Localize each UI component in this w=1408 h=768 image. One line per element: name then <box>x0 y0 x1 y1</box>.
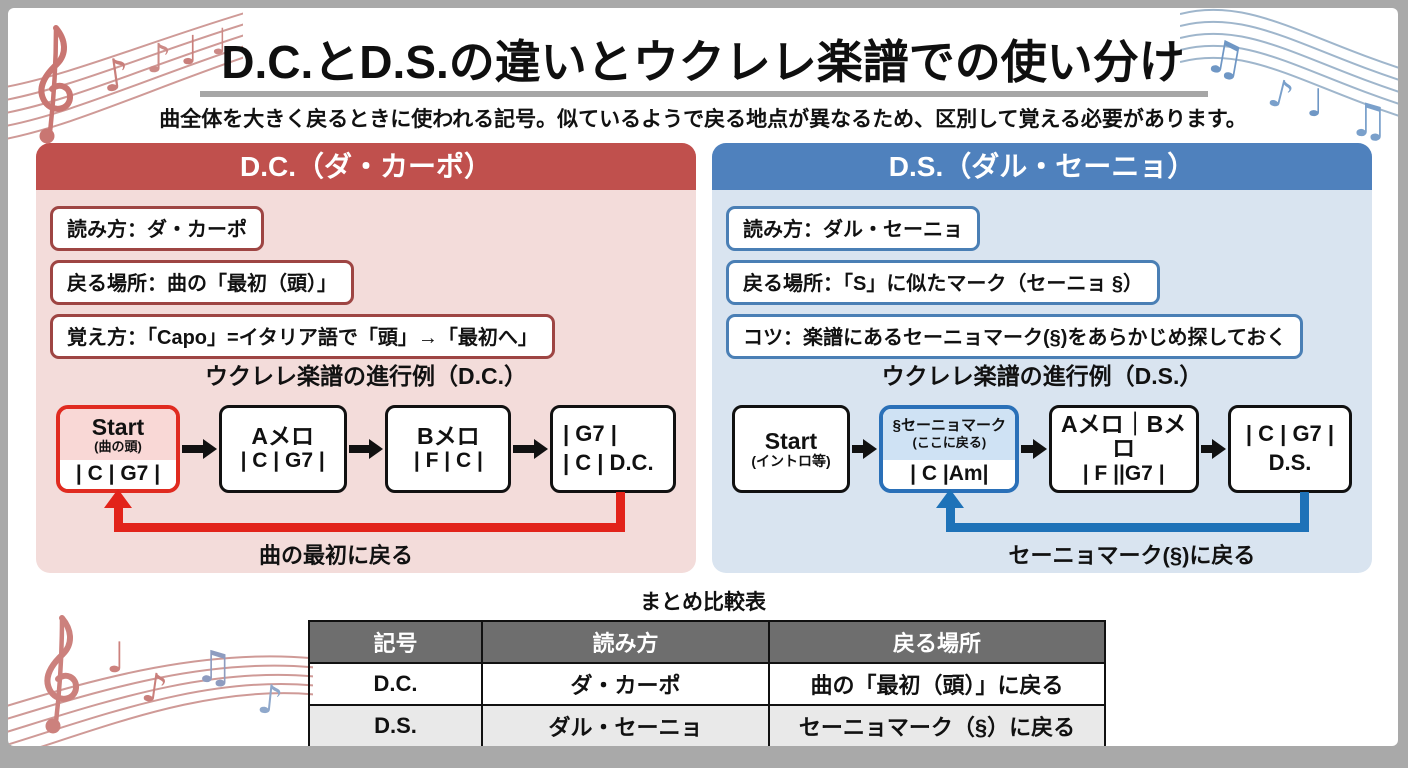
ds-return-arrow-stem <box>946 507 955 525</box>
page-title: D.C.とD.S.の違いとウクレレ楽譜での使い分け <box>221 36 1185 88</box>
dc-return-arrow-bar <box>114 523 625 532</box>
dc-panel: D.C.（ダ・カーポ） 読み方：ダ・カーポ 戻る場所：曲の「最初（頭）」 覚え方… <box>36 143 696 573</box>
ds-flow-diagram: Start (イントロ等) §セーニョマーク (ここに戻る) | C |Am| … <box>732 404 1352 494</box>
col-header-place: 戻る場所 <box>768 620 1106 664</box>
cell-reading: ダ・カーポ <box>481 662 770 706</box>
section-label: Aメロ｜Bメロ <box>1061 411 1187 462</box>
segno-chords: | C |Am| <box>910 461 989 485</box>
ds-info-tip: コツ：楽譜にあるセーニョマーク(§)をあらかじめ探しておく <box>726 314 1304 359</box>
dc-return-arrow-stem <box>114 507 123 525</box>
cell-symbol: D.S. <box>308 704 483 746</box>
dc-return-label: 曲の最初に戻る <box>258 543 413 568</box>
dc-flow-title: ウクレレ楽譜の進行例（D.C.） <box>205 363 527 389</box>
ds-panel-header: D.S.（ダル・セーニョ） <box>712 143 1372 190</box>
section-chords: | F | C | <box>413 449 483 473</box>
cell-reading: ダル・セーニョ <box>481 704 770 746</box>
ds-info-reading: 読み方：ダル・セーニョ <box>726 206 980 251</box>
cell-place: セーニョマーク（§）に戻る <box>768 704 1106 746</box>
eighth-note-icon: ♪ <box>139 664 171 713</box>
dc-start-label: Start <box>91 413 145 440</box>
ds-start-label: Start <box>764 427 818 454</box>
flow-arrow-icon <box>850 439 879 459</box>
section-label: Bメロ <box>417 423 480 450</box>
table-row-dc: D.C. ダ・カーポ 曲の「最初（頭）」に戻る <box>308 662 1106 706</box>
dc-start-chords: | C | G7 | <box>75 461 161 485</box>
segno-return-sublabel: (ここに戻る) <box>912 434 987 450</box>
dc-return-arrowhead-icon <box>104 489 132 508</box>
infographic-card: ♪ ♪ ♩ ♩ ♫ ♪ ♩ ♫ ♩ ♪ ♫ <box>8 8 1398 746</box>
dc-panel-header: D.C.（ダ・カーポ） <box>36 143 696 190</box>
ds-flow-start-box: Start (イントロ等) <box>732 405 850 493</box>
ds-return-label: セーニョマーク(§)に戻る <box>1008 543 1256 568</box>
ds-flow-ab-melo-box: Aメロ｜Bメロ | F ||G7 | <box>1048 405 1199 493</box>
treble-clef-staff-icon: ♩ ♪ ♫ ♪ <box>8 615 313 746</box>
col-header-reading: 読み方 <box>481 620 770 664</box>
cell-place: 曲の「最初（頭）」に戻る <box>768 662 1106 706</box>
dc-start-sublabel: (曲の頭) <box>94 438 142 454</box>
flow-arrow-icon <box>347 439 386 459</box>
end-chords-line1: | C | G7 | <box>1245 421 1335 447</box>
treble-clef-icon <box>44 615 79 734</box>
dc-flow-b-melo-box: Bメロ | F | C | <box>385 405 512 493</box>
ds-info-return-place: 戻る場所：「S」に似たマーク（セーニョ §） <box>726 260 1161 305</box>
ds-flow-end-box: | C | G7 | D.S. <box>1227 405 1352 493</box>
dc-info-return-place: 戻る場所：曲の「最初（頭）」 <box>50 260 354 305</box>
section-label: Aメロ <box>251 423 314 450</box>
beamed-notes-icon: ♫ <box>194 642 233 693</box>
cell-symbol: D.C. <box>308 662 483 706</box>
dc-info-mnemonic: 覚え方：「Capo」=イタリア語で「頭」→「最初へ」 <box>50 314 555 359</box>
end-chords-line2: | C | D.C. <box>563 450 654 475</box>
section-chords: | F ||G7 | <box>1082 461 1165 485</box>
title-divider <box>200 91 1208 97</box>
segno-mark-label: §セーニョマーク <box>892 417 1006 435</box>
ds-flow-title: ウクレレ楽譜の進行例（D.S.） <box>881 363 1203 389</box>
ds-start-sublabel: (イントロ等) <box>751 453 831 470</box>
dc-info-reading: 読み方：ダ・カーポ <box>50 206 264 251</box>
quarter-note-icon: ♩ <box>106 633 126 682</box>
summary-header-row: 記号 読み方 戻る場所 <box>308 620 1106 664</box>
ds-return-arrow-drop <box>1300 492 1309 532</box>
dc-return-arrow-drop <box>616 492 625 532</box>
flow-arrow-icon <box>180 439 219 459</box>
dc-flow-start-box: Start (曲の頭) | C | G7 | <box>56 405 180 493</box>
col-header-symbol: 記号 <box>308 620 483 664</box>
table-row-ds: D.S. ダル・セーニョ セーニョマーク（§）に戻る <box>308 704 1106 746</box>
flow-arrow-icon <box>1199 439 1228 459</box>
ds-return-arrow-bar <box>946 523 1309 532</box>
section-chords: | C | G7 | <box>240 449 325 473</box>
ds-flow-segno-box: §セーニョマーク (ここに戻る) | C |Am| <box>879 405 1020 493</box>
end-chords-line1: | G7 | <box>563 421 617 447</box>
dc-flow-end-box: | G7 | | C | D.C. <box>550 405 677 493</box>
page-subtitle: 曲全体を大きく戻るときに使われる記号。似ているようで戻る地点が異なるため、区別し… <box>159 108 1247 131</box>
dc-flow-a-melo-box: Aメロ | C | G7 | <box>218 405 347 493</box>
flow-arrow-icon <box>511 439 550 459</box>
summary-table: 記号 読み方 戻る場所 D.C. ダ・カーポ 曲の「最初（頭）」に戻る D.S.… <box>308 620 1106 746</box>
summary-table-title: まとめ比較表 <box>640 591 766 614</box>
eighth-note-icon: ♪ <box>255 676 285 724</box>
flow-arrow-icon <box>1019 439 1048 459</box>
ds-panel: D.S.（ダル・セーニョ） 読み方：ダル・セーニョ 戻る場所：「S」に似たマーク… <box>712 143 1372 573</box>
dc-flow-diagram: Start (曲の頭) | C | G7 | Aメロ | C | G7 | Bメ… <box>56 404 677 494</box>
ds-return-arrowhead-icon <box>936 489 964 508</box>
end-chords-line2: D.S. <box>1268 450 1312 475</box>
